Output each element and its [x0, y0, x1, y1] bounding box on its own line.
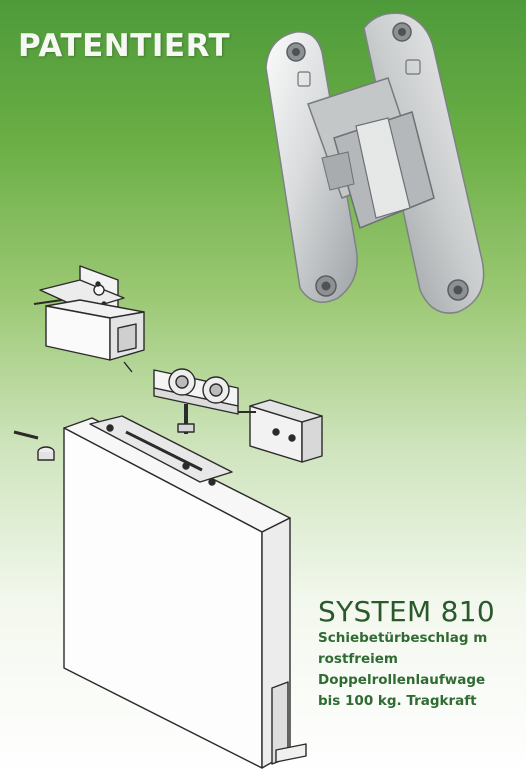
- sliding-door-diagram: [13, 265, 323, 769]
- patent-headline: PATENTIERT: [18, 28, 231, 64]
- product-info: SYSTEM 810 Schiebetürbeschlag m rostfrei…: [318, 596, 526, 712]
- hidden-hinge-image: [265, 12, 485, 314]
- product-title: SYSTEM 810: [318, 595, 495, 628]
- product-description-line-3: Doppelrollenlaufwage: [318, 672, 486, 688]
- product-description-line-1: Schiebetürbeschlag m: [318, 630, 488, 646]
- product-description-line-2: rostfreiem: [318, 651, 398, 667]
- product-description-line-4: bis 100 kg. Tragkraft: [318, 693, 477, 709]
